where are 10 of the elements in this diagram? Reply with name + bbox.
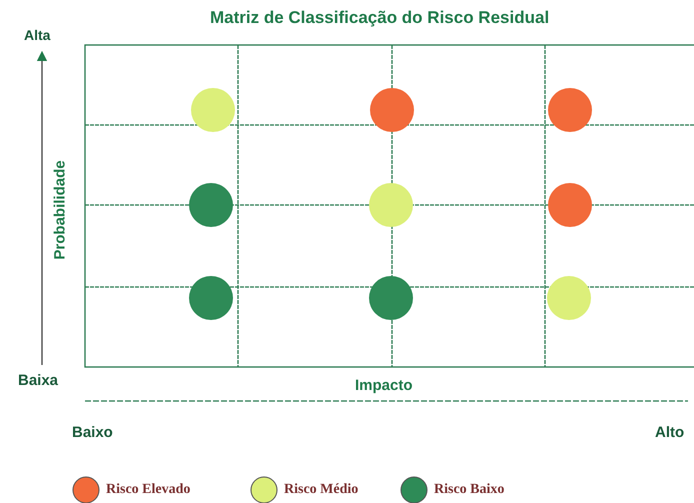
axis-end-label: Baixa bbox=[18, 372, 58, 389]
axis-end-label: Alto bbox=[655, 424, 684, 441]
legend-label: Risco Elevado bbox=[106, 482, 190, 498]
legend-label: Risco Médio bbox=[284, 482, 358, 498]
axis-title: Probabilidade bbox=[52, 160, 68, 260]
axis-title: Impacto bbox=[355, 377, 413, 394]
axis-end-label: Baixo bbox=[72, 424, 113, 441]
legend-label: Risco Baixo bbox=[434, 482, 504, 498]
axis-end-label: Alta bbox=[24, 27, 50, 43]
chart-title: Matriz de Classificação do Risco Residual bbox=[210, 8, 550, 28]
